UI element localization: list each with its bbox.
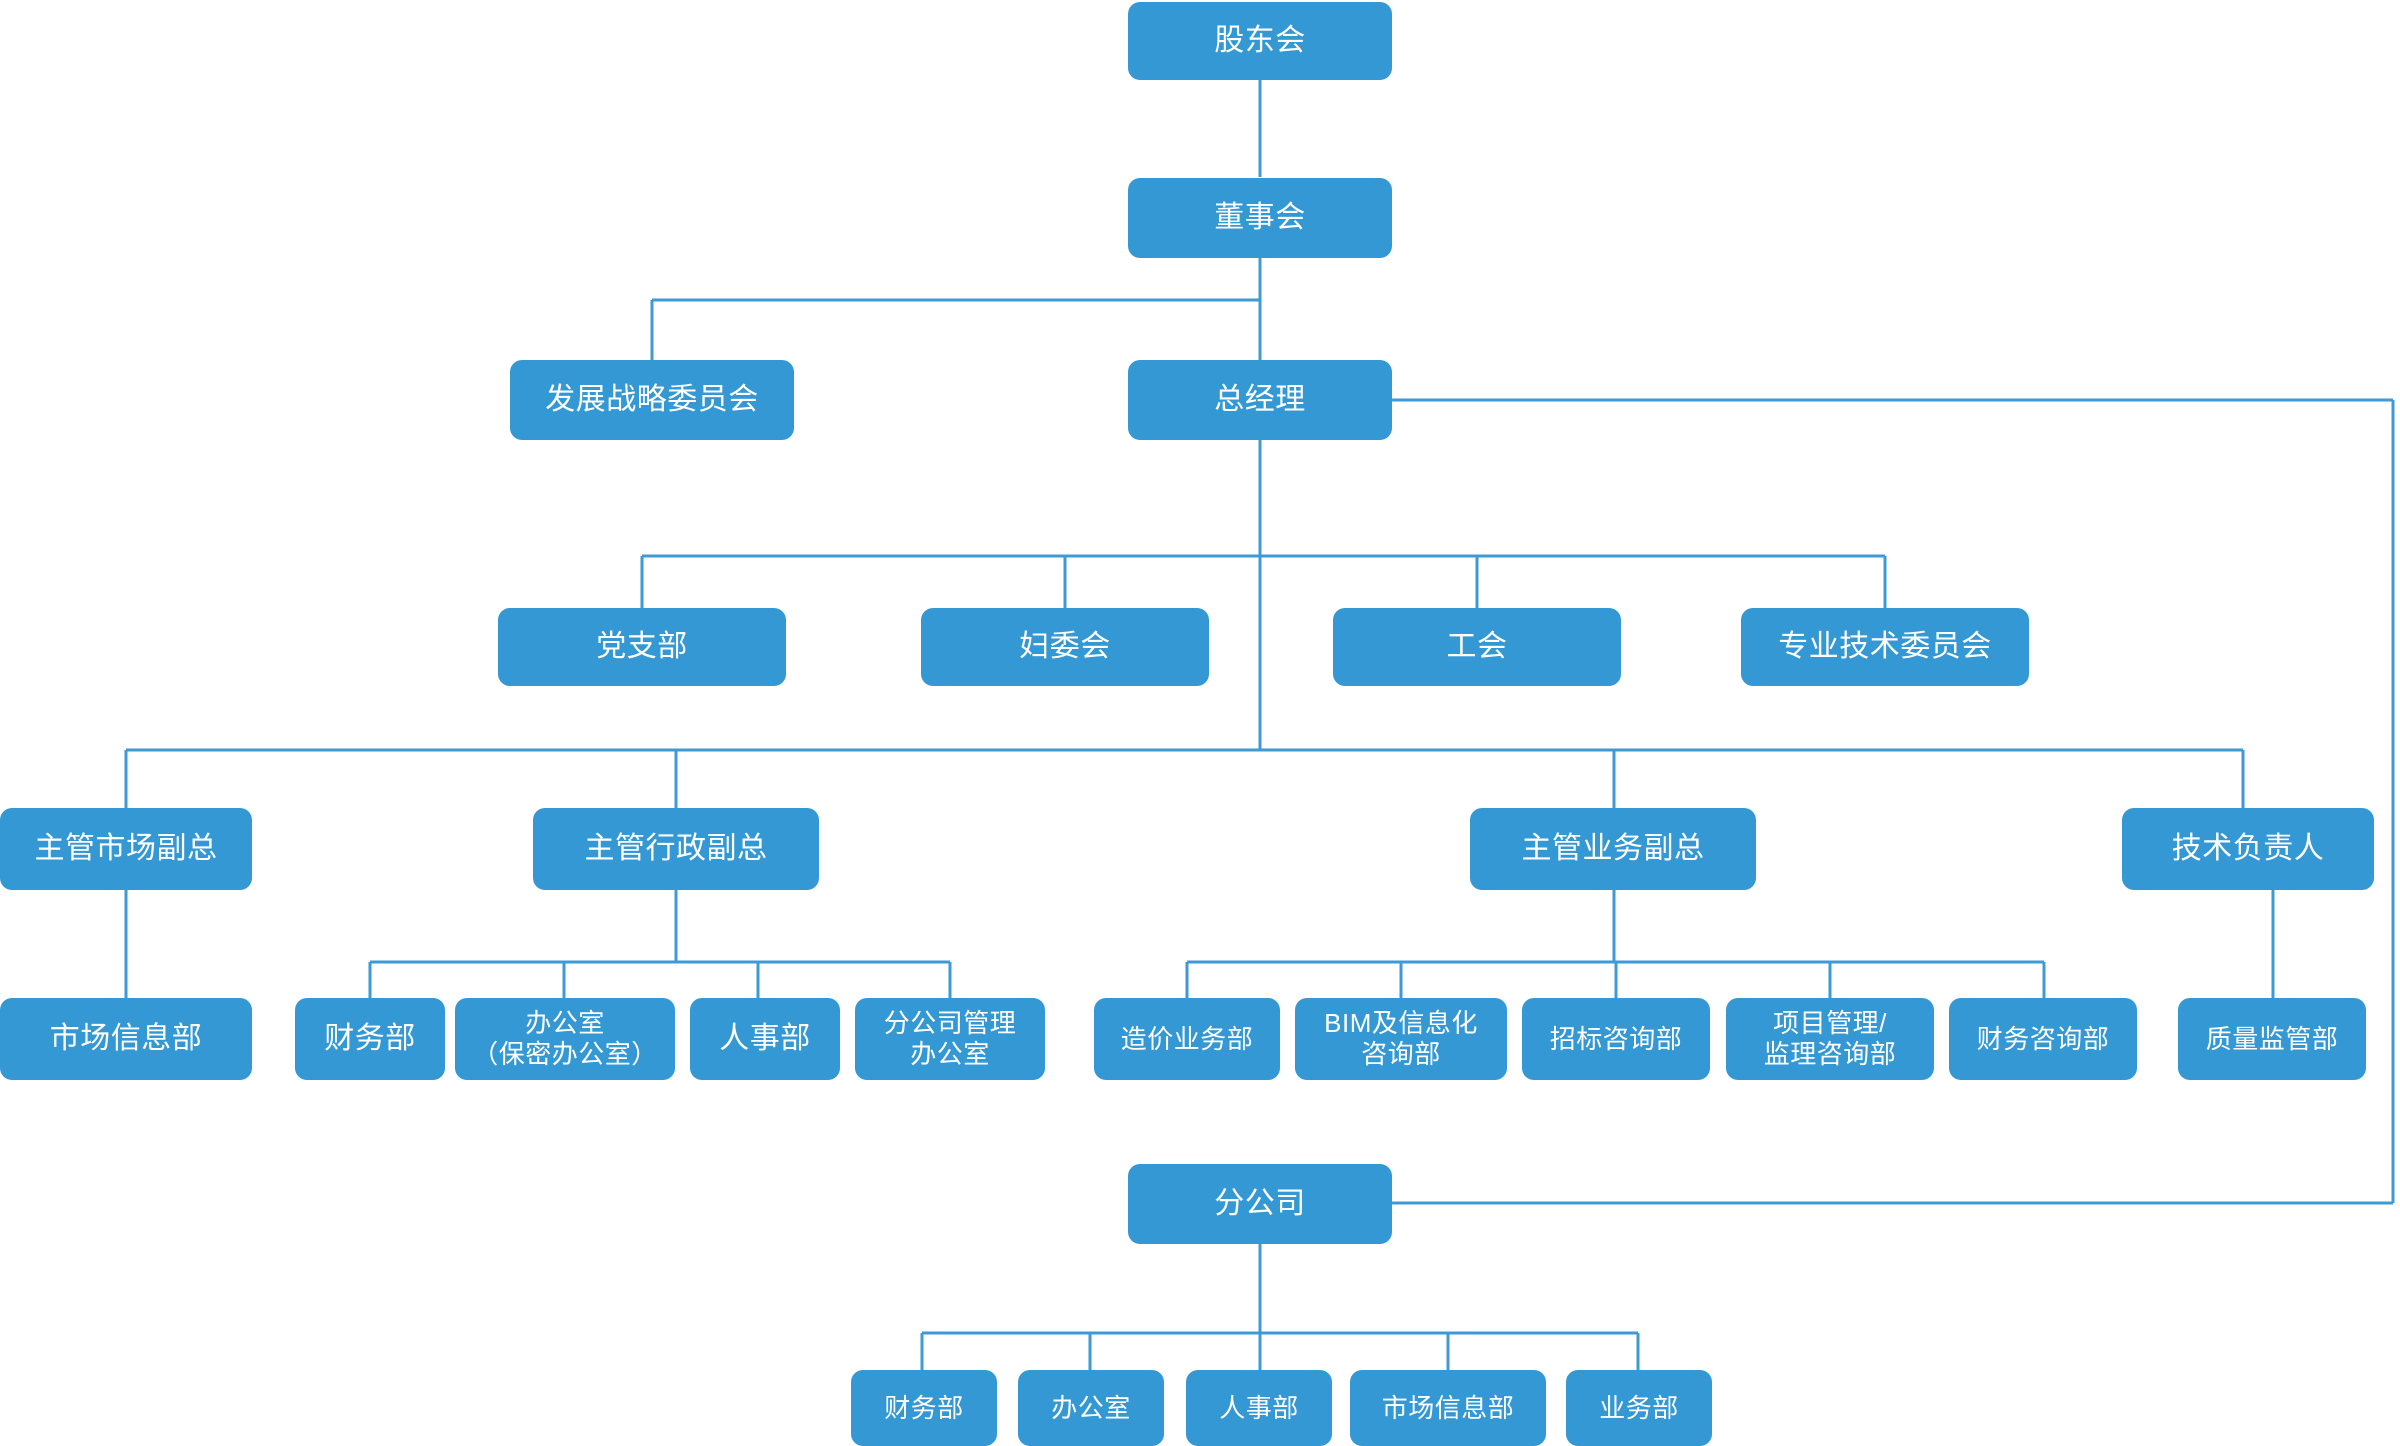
node-board-of-directors[interactable]: 董事会: [1128, 178, 1392, 258]
node-branch-hr-dept[interactable]: 人事部: [1186, 1370, 1332, 1446]
node-bidding-consulting-dept[interactable]: 招标咨询部: [1522, 998, 1710, 1080]
node-branch-business-dept[interactable]: 业务部: [1566, 1370, 1712, 1446]
node-office-dept[interactable]: 办公室 （保密办公室）: [455, 998, 675, 1080]
node-shareholders-meeting[interactable]: 股东会: [1128, 2, 1392, 80]
node-branch-mgmt-office[interactable]: 分公司管理 办公室: [855, 998, 1045, 1080]
node-finance-dept[interactable]: 财务部: [295, 998, 445, 1080]
node-general-manager[interactable]: 总经理: [1128, 360, 1392, 440]
node-vp-market[interactable]: 主管市场副总: [0, 808, 252, 890]
node-labor-union[interactable]: 工会: [1333, 608, 1621, 686]
node-branch-finance-dept[interactable]: 财务部: [851, 1370, 997, 1446]
node-cost-business-dept[interactable]: 造价业务部: [1094, 998, 1280, 1080]
node-branch-market-info-dept[interactable]: 市场信息部: [1350, 1370, 1546, 1446]
node-party-branch[interactable]: 党支部: [498, 608, 786, 686]
node-vp-admin[interactable]: 主管行政副总: [533, 808, 819, 890]
node-womens-committee[interactable]: 妇委会: [921, 608, 1209, 686]
node-technical-director[interactable]: 技术负责人: [2122, 808, 2374, 890]
node-quality-supervision-dept[interactable]: 质量监管部: [2178, 998, 2366, 1080]
node-development-strategy-committee[interactable]: 发展战略委员会: [510, 360, 794, 440]
node-hr-dept[interactable]: 人事部: [690, 998, 840, 1080]
node-bim-info-consulting-dept[interactable]: BIM及信息化 咨询部: [1295, 998, 1507, 1080]
node-vp-business[interactable]: 主管业务副总: [1470, 808, 1756, 890]
node-finance-consulting-dept[interactable]: 财务咨询部: [1949, 998, 2137, 1080]
node-project-supervision-dept[interactable]: 项目管理/ 监理咨询部: [1726, 998, 1934, 1080]
node-branch-office-dept[interactable]: 办公室: [1018, 1370, 1164, 1446]
node-market-info-dept[interactable]: 市场信息部: [0, 998, 252, 1080]
node-professional-technical-committee[interactable]: 专业技术委员会: [1741, 608, 2029, 686]
node-branch-company[interactable]: 分公司: [1128, 1164, 1392, 1244]
